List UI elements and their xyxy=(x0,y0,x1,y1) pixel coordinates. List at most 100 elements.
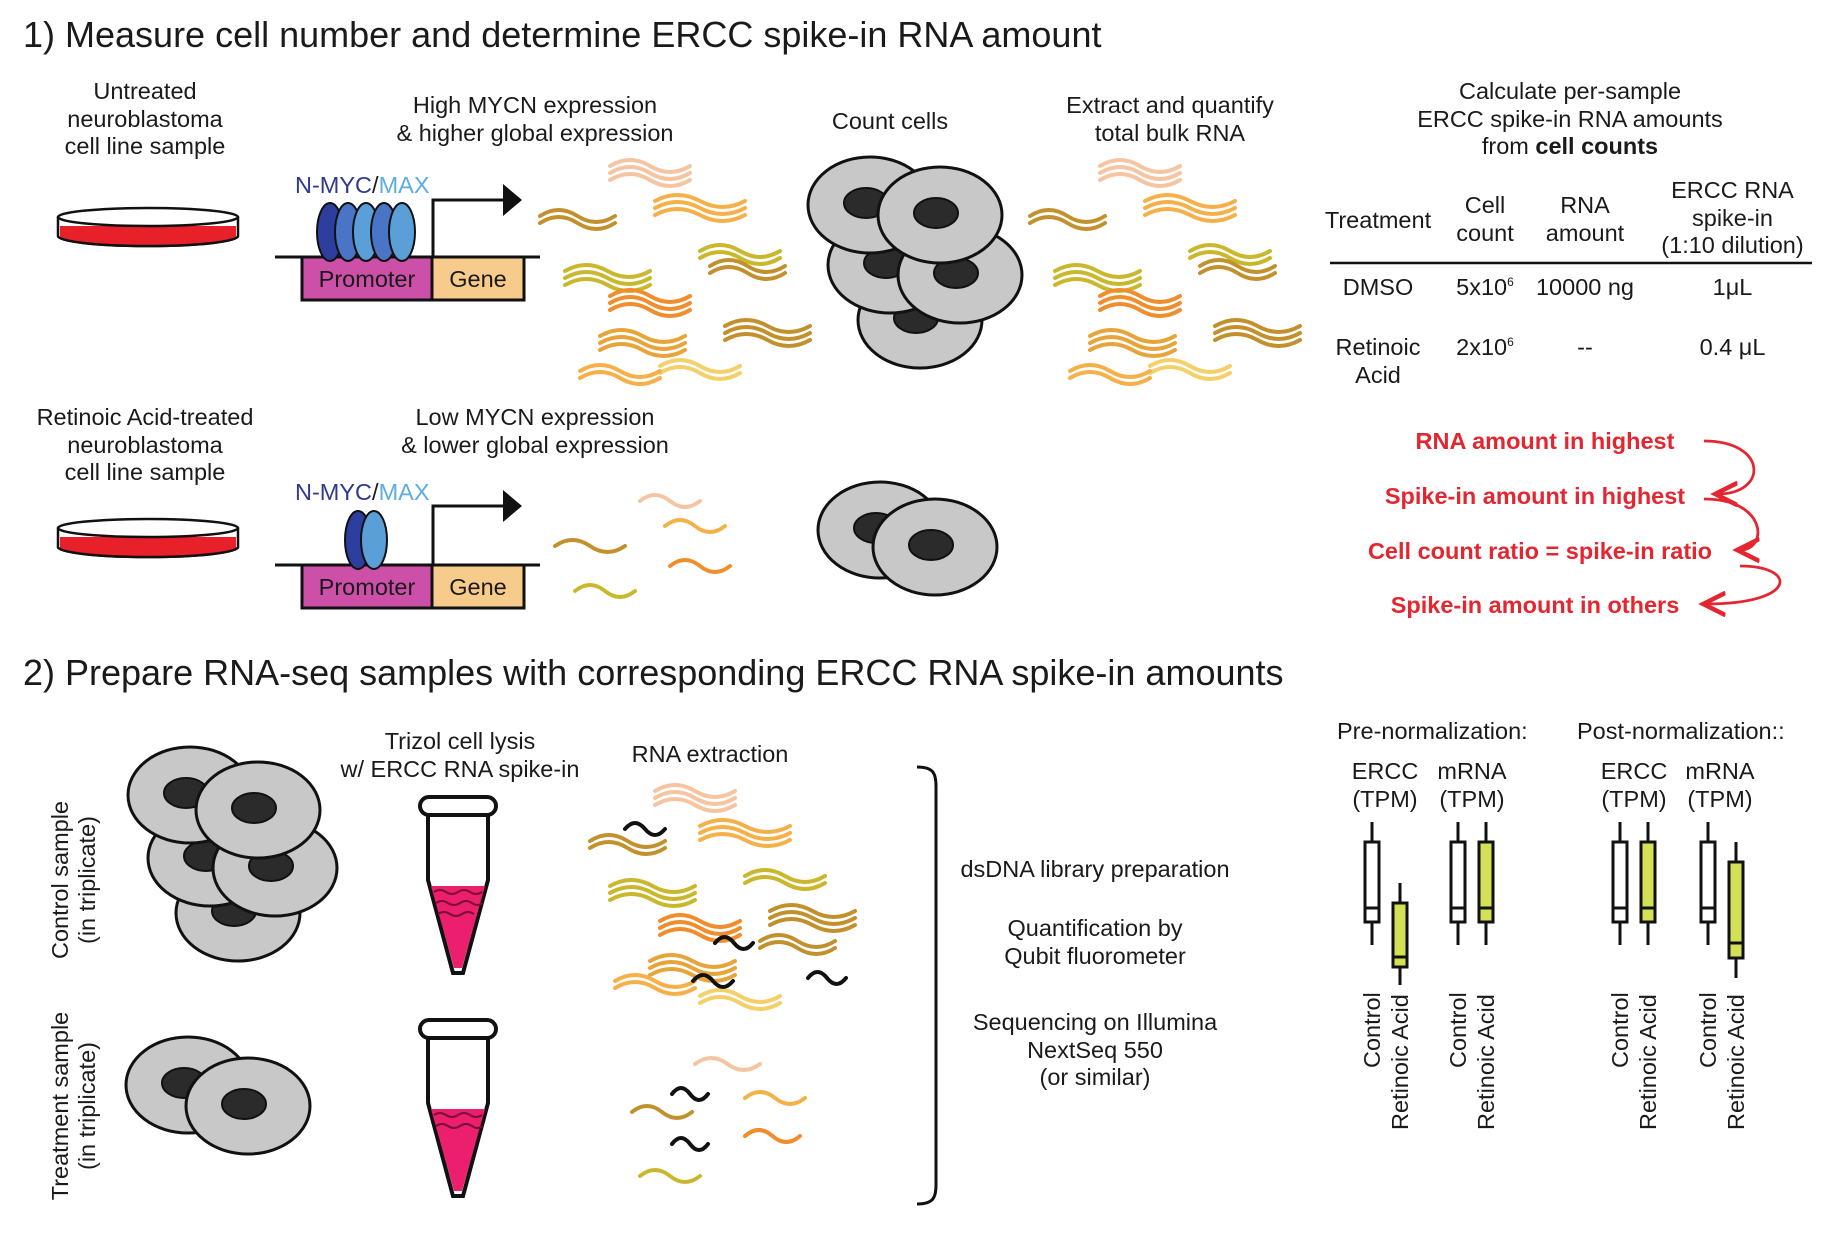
promoter-label-high: Promoter xyxy=(318,266,416,292)
table-row-2-ercc: 0.4 μL xyxy=(1699,334,1766,360)
promoter-label-low: Promoter xyxy=(318,574,416,600)
nmyc-max-label-high: N-MYC/MAX xyxy=(295,172,430,198)
rna-squiggle xyxy=(1143,193,1237,209)
box-body xyxy=(1449,840,1467,924)
rna-squiggle xyxy=(538,215,617,231)
gene-label-low: Gene xyxy=(449,574,507,600)
rna-squiggle xyxy=(1068,370,1152,386)
rna-squiggle xyxy=(1213,318,1302,334)
rna-squiggle xyxy=(1098,295,1182,311)
rna-squiggle xyxy=(743,1128,802,1144)
rna-squiggle xyxy=(653,207,747,223)
rna-squiggle xyxy=(698,832,792,848)
cell-cluster-high xyxy=(806,155,1024,370)
rna-squiggle xyxy=(1088,335,1177,351)
rna-squiggle xyxy=(658,913,742,929)
pre-mrna-ra-label: Retinoic Acid xyxy=(1473,994,1499,1130)
rna-squiggle xyxy=(698,818,792,834)
rna-squiggle xyxy=(638,1168,702,1184)
table-header-treatment: Treatment xyxy=(1324,207,1432,233)
rna-squiggle xyxy=(653,200,747,216)
box-body xyxy=(1699,840,1717,924)
rna-squiggle xyxy=(698,995,782,1011)
rna-squiggle xyxy=(563,270,652,286)
gene-construct-high xyxy=(275,184,540,302)
rna-squiggle xyxy=(1098,302,1182,318)
step-spike-in-others: Spike-in amount in others xyxy=(1390,592,1680,618)
rna-squiggle xyxy=(1198,265,1277,281)
rna-squiggle xyxy=(723,318,812,334)
low-expression-label: Low MYCN expression & lower global expre… xyxy=(401,404,669,458)
pre-ercc-axis-label: ERCC(TPM) xyxy=(1351,758,1419,812)
box-body xyxy=(1639,840,1657,924)
rna-squiggle xyxy=(1188,250,1272,266)
rna-squiggle xyxy=(648,953,737,969)
rna-squiggle xyxy=(648,960,737,976)
high-expression-label: High MYCN expression & higher global exp… xyxy=(396,92,674,146)
rna-squiggle xyxy=(698,988,782,1004)
rna-squiggle xyxy=(598,335,687,351)
rna-squiggle xyxy=(743,868,827,884)
rna-squiggle xyxy=(553,538,627,554)
calculation-flow-arrows xyxy=(1704,439,1782,604)
section-1-title: 1) Measure cell number and determine ERC… xyxy=(23,14,1102,55)
table-row-2-cell-count: 2x106 xyxy=(1456,334,1514,360)
pre-ercc-control-label: Control xyxy=(1359,992,1385,1068)
rna-squiggle xyxy=(613,980,697,996)
rna-squiggle xyxy=(1213,332,1302,348)
rna-squiggle xyxy=(743,1090,807,1106)
box-plots xyxy=(1363,822,1745,985)
rna-squiggle xyxy=(1068,363,1152,379)
rna-squiggle xyxy=(608,165,692,181)
trizol-tube-control xyxy=(418,795,498,975)
table-row-1-cell-count: 5x106 xyxy=(1456,274,1514,300)
step-rna-amount-highest: RNA amount in highest xyxy=(1415,428,1675,454)
rna-squiggle xyxy=(1188,243,1272,259)
section-2-title: 2) Prepare RNA-seq samples with correspo… xyxy=(23,652,1284,693)
rna-squiggle xyxy=(708,265,787,281)
rna-squiggle xyxy=(538,208,617,224)
rna-squiggle xyxy=(1143,207,1237,223)
treatment-cell-cluster xyxy=(124,1035,312,1156)
post-normalization-label: Post-normalization:: xyxy=(1577,718,1785,744)
rna-squiggle xyxy=(768,917,857,933)
gene-label-high: Gene xyxy=(449,266,507,292)
rna-squiggle xyxy=(608,892,697,908)
extract-rna-label: Extract and quantify total bulk RNA xyxy=(1066,92,1274,146)
table-row-1-ercc: 1μL xyxy=(1712,274,1753,300)
rna-squiggle xyxy=(1148,365,1232,381)
rna-squiggle xyxy=(691,973,735,989)
rna-squiggle xyxy=(1098,158,1182,174)
rna-squiggle xyxy=(653,193,747,209)
rna-squiggle xyxy=(573,583,637,599)
rna-squiggle xyxy=(1213,325,1302,341)
pre-mrna-control-label: Control xyxy=(1445,992,1471,1068)
rna-transcripts xyxy=(538,158,1302,1184)
rna-squiggle xyxy=(768,910,857,926)
rna-squiggle xyxy=(723,332,812,348)
rna-squiggle xyxy=(758,940,837,956)
step-spike-in-highest: Spike-in amount in highest xyxy=(1384,483,1686,509)
rna-squiggle xyxy=(698,243,782,259)
rna-squiggle xyxy=(1088,328,1177,344)
rna-squiggle xyxy=(1098,288,1182,304)
rna-squiggle xyxy=(598,342,687,358)
rna-squiggle xyxy=(1148,358,1232,374)
workflow-bracket xyxy=(916,765,938,1206)
untreated-petri-dish xyxy=(56,206,240,248)
rna-squiggle xyxy=(768,903,857,919)
rna-squiggle xyxy=(630,1104,694,1120)
rna-squiggle xyxy=(563,263,652,279)
rna-squiggle xyxy=(658,358,742,374)
rna-squiggle xyxy=(578,363,662,379)
post-mrna-control-label: Control xyxy=(1695,992,1721,1068)
post-ercc-axis-label: ERCC(TPM) xyxy=(1600,758,1668,812)
rna-squiggle xyxy=(1143,200,1237,216)
box-body xyxy=(1363,840,1381,924)
box-body xyxy=(1611,840,1629,924)
